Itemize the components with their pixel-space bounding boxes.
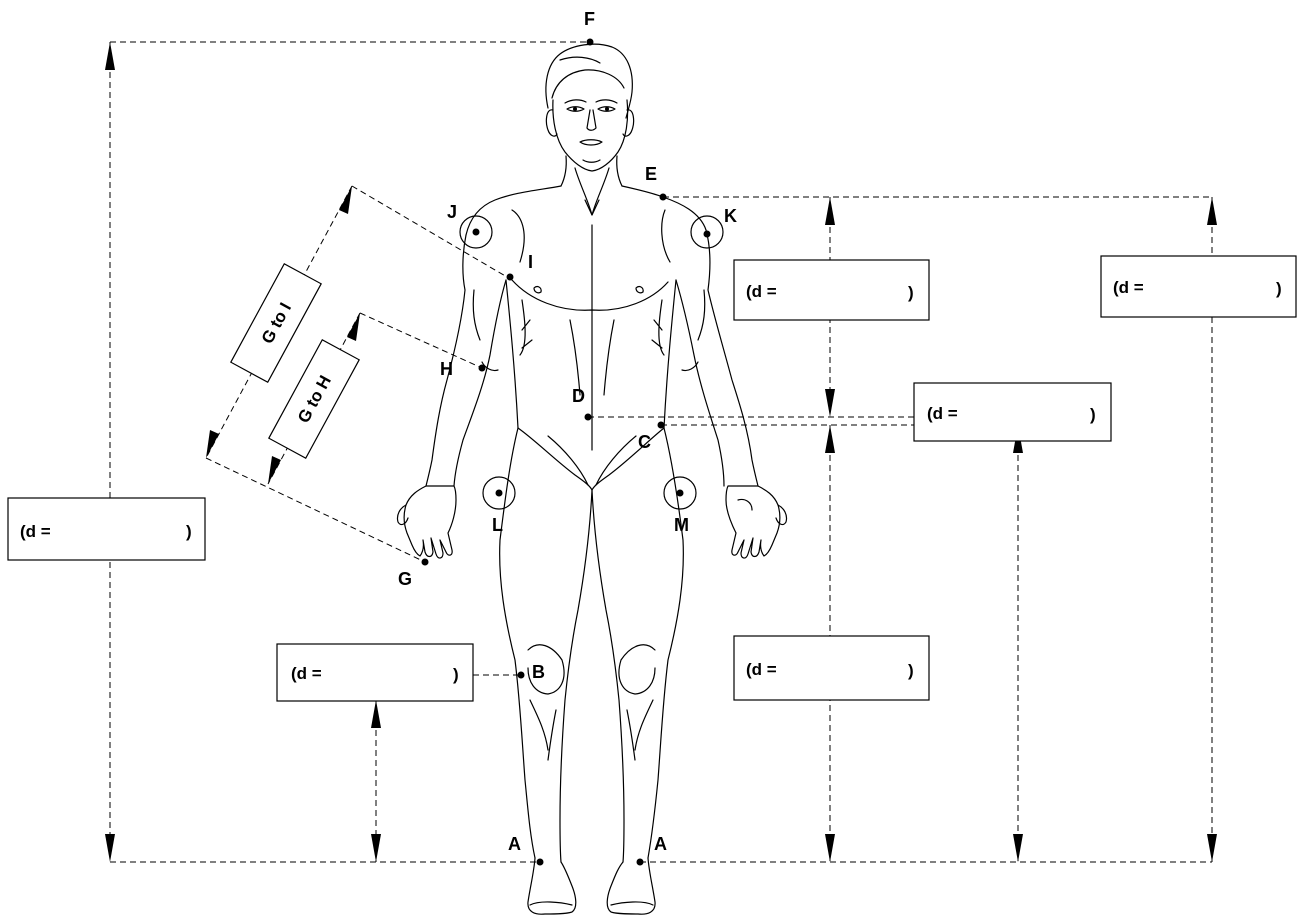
svg-text:): ) <box>908 661 914 680</box>
box-shoulder-height: (d = ) <box>1101 256 1296 317</box>
label-B: B <box>532 662 545 682</box>
box-waist-to-ground: (d = ) <box>734 636 929 700</box>
label-F: F <box>584 9 595 29</box>
human-figure <box>397 44 786 914</box>
label-G: G <box>398 569 412 589</box>
svg-text:(d =: (d = <box>746 660 777 679</box>
label-A-right: A <box>654 834 667 854</box>
svg-text:(d =: (d = <box>20 522 51 541</box>
arm-box-g-to-h: G to H <box>269 340 359 458</box>
label-J: J <box>447 202 457 222</box>
box-height-left: (d = ) <box>8 498 205 560</box>
label-E: E <box>645 164 657 184</box>
svg-text:): ) <box>1090 405 1096 424</box>
svg-text:(d =: (d = <box>291 664 322 683</box>
svg-text:(d =: (d = <box>746 282 777 301</box>
svg-text:(d =: (d = <box>927 404 958 423</box>
arm-box-g-to-i: G to I <box>231 264 321 382</box>
box-waist: (d = ) <box>914 383 1111 441</box>
svg-text:(d =: (d = <box>1113 278 1144 297</box>
label-C: C <box>638 432 651 452</box>
label-K: K <box>724 206 737 226</box>
label-D: D <box>572 386 585 406</box>
svg-text:): ) <box>186 522 192 541</box>
label-I: I <box>528 252 533 272</box>
svg-text:): ) <box>908 283 914 302</box>
label-H: H <box>440 359 453 379</box>
label-A-left: A <box>508 834 521 854</box>
svg-text:): ) <box>453 665 459 684</box>
label-L: L <box>492 515 503 535</box>
box-knee: (d = ) <box>277 644 473 701</box>
svg-text:): ) <box>1276 279 1282 298</box>
point-labels: F E J K I H D C L M G B A A <box>398 9 737 854</box>
label-M: M <box>674 515 689 535</box>
box-shoulder-to-waist: (d = ) <box>734 260 929 320</box>
